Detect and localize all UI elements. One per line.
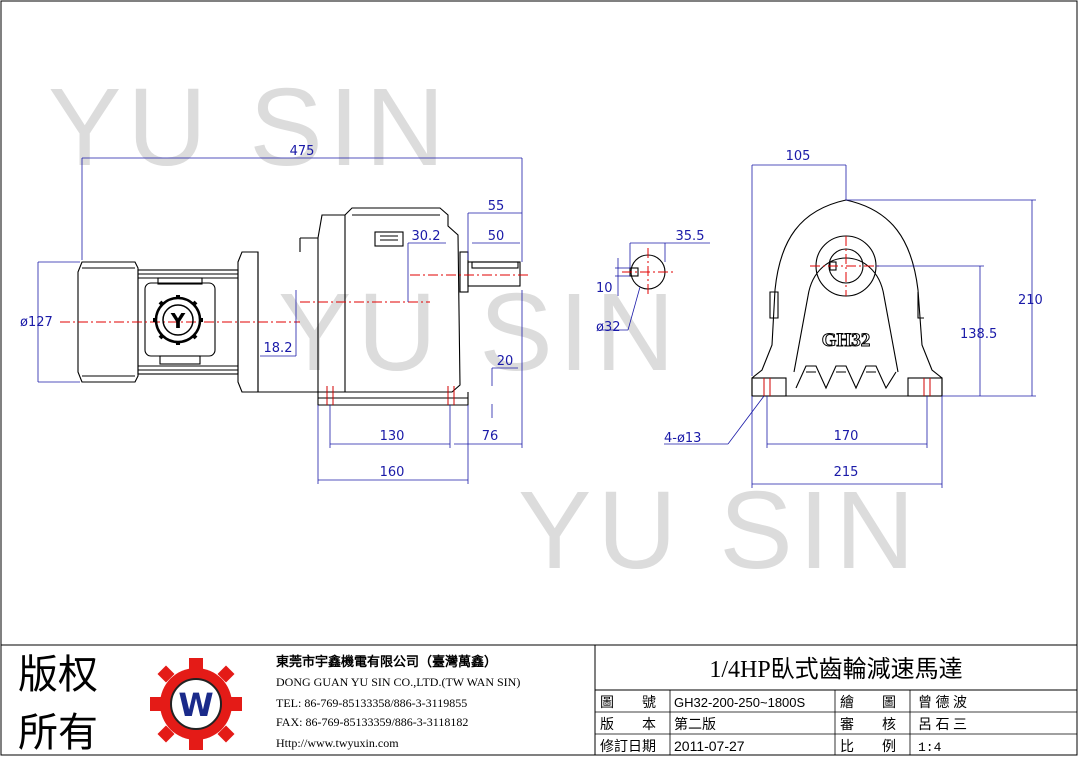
row2-value2: 呂 石 三 (918, 718, 967, 733)
dim-overall-length: 475 (290, 144, 315, 159)
company-tel: TEL: 86-769-85133358/886-3-3119855 (276, 696, 467, 710)
dim-base-width: 215 (834, 465, 859, 480)
row1-label: 圖 號 (600, 695, 656, 711)
shaft-key (471, 261, 519, 269)
dim-base-length: 160 (380, 465, 405, 480)
gearbox-housing (299, 207, 461, 393)
copyright-line-1: 版权 (18, 652, 98, 697)
dim-key-length: 50 (488, 229, 505, 244)
company-name-en: DONG GUAN YU SIN CO.,LTD.(TW WAN SIN) (276, 675, 520, 689)
dim-bolt-spacing: 130 (380, 429, 405, 444)
dim-center-offset: 30.2 (412, 229, 441, 244)
row1-value2: 曾 德 波 (918, 695, 967, 711)
yusin-gear-logo: Y (153, 295, 203, 345)
dim-key-width: 10 (596, 281, 613, 296)
copyright-line-2: 所有 (18, 710, 98, 755)
dim-shaft-diameter: ø32 (596, 320, 621, 335)
row2-value: 第二版 (674, 716, 716, 733)
gear-logo-letter: Y (170, 309, 186, 333)
company-url: Http://www.twyuxin.com (276, 736, 399, 750)
row3-label2: 比 例 (840, 739, 896, 755)
company-fax: FAX: 86-769-85133359/886-3-3118182 (276, 715, 468, 729)
side-dimensions: 475 55 50 30.2 18.2 ø127 20 130 (20, 144, 523, 484)
row1-value: GH32-200-250~1800S (674, 695, 806, 710)
watermark-middle: YU SIN (278, 271, 681, 394)
company-name-cn: 東莞市宇鑫機電有限公司（臺灣萬鑫） (276, 654, 497, 669)
side-view: Y 475 55 50 30.2 18.2 ø127 (20, 144, 530, 484)
logo-letter-w: W (178, 686, 213, 724)
dim-width-top: 105 (786, 149, 811, 164)
dim-shaft-length: 55 (488, 199, 505, 214)
dim-shaft-overhang: 76 (482, 429, 499, 444)
front-housing-outline (751, 199, 943, 397)
gearbox-lower (257, 252, 318, 393)
row1-label2: 繪 圖 (840, 694, 896, 711)
row3-value: 2011-07-27 (674, 738, 745, 754)
row2-label: 版 本 (600, 717, 656, 733)
row3-label: 修訂日期 (600, 739, 656, 755)
watermark-top: YU SIN (48, 66, 451, 189)
title-block: 版权 所有 W 東莞市宇鑫機電有限公司（臺灣萬鑫） DONG GUAN YU S… (1, 644, 1077, 755)
dim-housing-offset: 18.2 (264, 341, 293, 356)
drawing-title: 1/4HP臥式齒輪減速馬達 (709, 656, 962, 683)
dim-bolt-holes: 4-ø13 (664, 431, 701, 446)
motor-fan-cover (77, 261, 139, 383)
front-view: GH32 105 210 138.5 170 215 4-ø13 (664, 149, 1043, 488)
shaft-section-detail: 35.5 10 ø32 (596, 229, 710, 335)
model-label: GH32 (822, 330, 871, 351)
dim-bolt-pitch: 170 (834, 429, 859, 444)
dim-foot-height: 20 (497, 354, 514, 369)
front-gear-teeth (795, 365, 897, 390)
wansin-logo: W (150, 658, 242, 750)
row3-value2: 1:4 (918, 740, 942, 755)
vent-plug (374, 231, 404, 247)
dim-keyway-depth: 35.5 (676, 229, 705, 244)
dim-motor-diameter: ø127 (20, 315, 53, 330)
watermark-bottom: YU SIN (518, 469, 921, 592)
row2-label2: 審 核 (840, 717, 896, 733)
dim-shaft-height: 138.5 (960, 327, 997, 342)
dim-overall-height: 210 (1018, 293, 1043, 308)
